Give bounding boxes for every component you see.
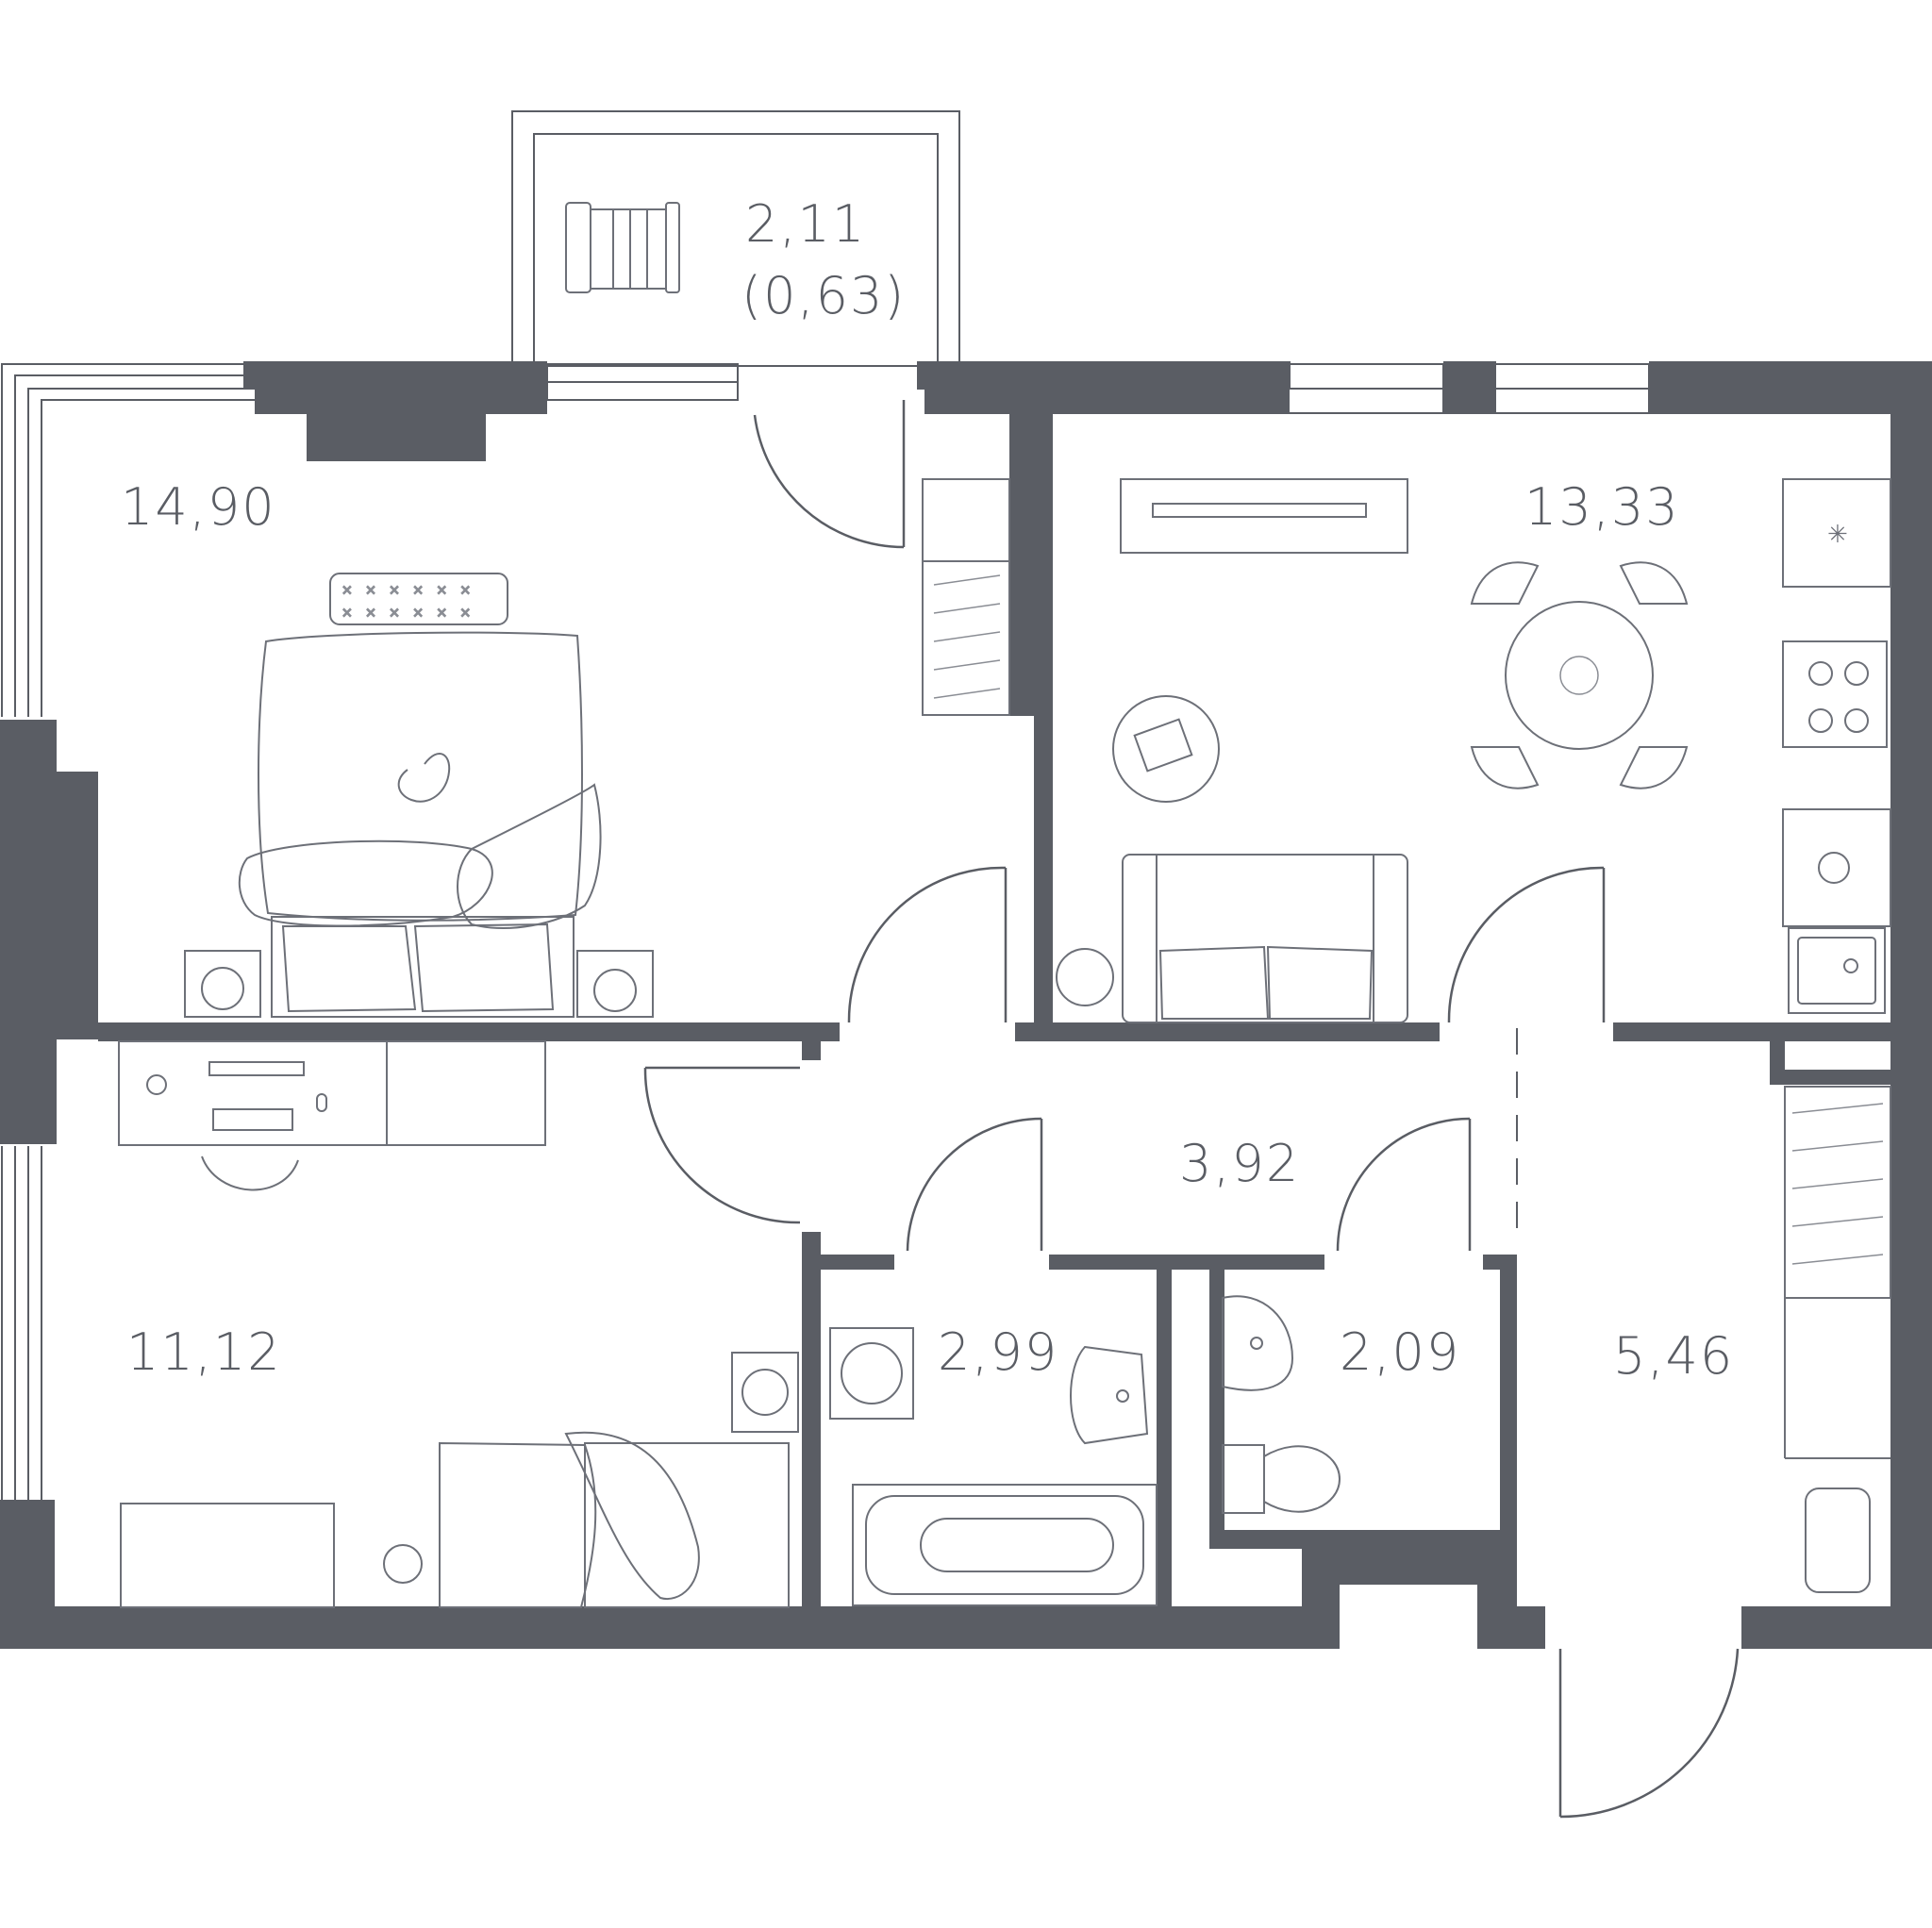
bathroom-fixtures [829,1327,1158,1606]
pouf [1805,1488,1871,1593]
keyboard-icon [212,1108,293,1131]
svg-text:× × × × × ×: × × × × × × [341,583,471,598]
chair [1470,746,1540,789]
toilet-area-label: 2,09 [1340,1322,1460,1382]
toilet-tank [1222,1444,1265,1514]
fan-icon [593,969,637,1012]
wardrobe [922,478,1010,716]
nightstand-left [184,950,261,1018]
balcony-area-label: 2,11 [745,194,866,254]
fan-icon [1056,948,1114,1006]
flower-icon [1559,656,1599,695]
toy-chest [120,1503,335,1608]
bathtub [852,1484,1158,1606]
bed-frame [584,1442,790,1608]
bedroom-furniture: × × × × × × × × × × × × [184,573,654,1018]
entrance-area-label: 5,46 [1613,1326,1734,1386]
tv-stand [1120,478,1408,554]
sink-icon [1222,1295,1294,1391]
tv-icon [1152,503,1367,518]
bedroom-area-label: 14,90 [121,477,276,537]
chair [1619,746,1689,789]
svg-text:× × × × × ×: × × × × × × [341,606,471,621]
bed-icon [258,631,583,922]
ball-icon [383,1544,423,1584]
nightstand-right [576,950,654,1018]
hall-area-label: 3,92 [1179,1134,1300,1193]
balcony-chair-icon [565,202,680,293]
mouse-icon [316,1093,327,1112]
sink-icon [1788,927,1886,1014]
balcony-reduced-area-label: (0,63) [741,266,906,325]
lamp-icon [146,1074,167,1095]
living-kitchen-area-label: 13,33 [1524,477,1680,537]
sink-icon [1070,1345,1149,1445]
toilet-icon [1263,1445,1341,1513]
entrance-wardrobe [1784,1086,1891,1593]
toilet-fixtures [1222,1295,1341,1514]
bathroom-area-label: 2,99 [938,1322,1058,1382]
dishwasher [1782,808,1891,927]
washer [731,1352,799,1433]
chair [1470,561,1540,605]
wall-panel [329,573,508,625]
cat-icon [397,753,451,803]
living-furniture [1056,478,1689,1023]
children-furniture [118,1040,799,1608]
bed-icon [439,1441,597,1608]
balcony [511,110,960,367]
area-labels: 2,11 (0,63) 14,90 13,33 3,92 11,12 2,99 … [121,194,1734,1386]
doors [643,400,1740,1819]
dining-table [1505,601,1654,750]
kitchen-counter: ✳ [1782,478,1891,1014]
desk-chair [201,1155,299,1191]
walls [0,361,1932,1649]
sofa [1122,854,1408,1023]
fridge [1782,478,1891,588]
fan-icon [201,967,244,1010]
children-room-area-label: 11,12 [126,1322,282,1382]
cabinet [386,1040,546,1146]
monitor-icon [208,1061,305,1076]
washing-machine [829,1327,914,1420]
stove [1782,640,1888,748]
coffee-table [1112,695,1220,803]
chair [1619,561,1689,605]
snowflake-icon: ✳ [1827,521,1848,549]
